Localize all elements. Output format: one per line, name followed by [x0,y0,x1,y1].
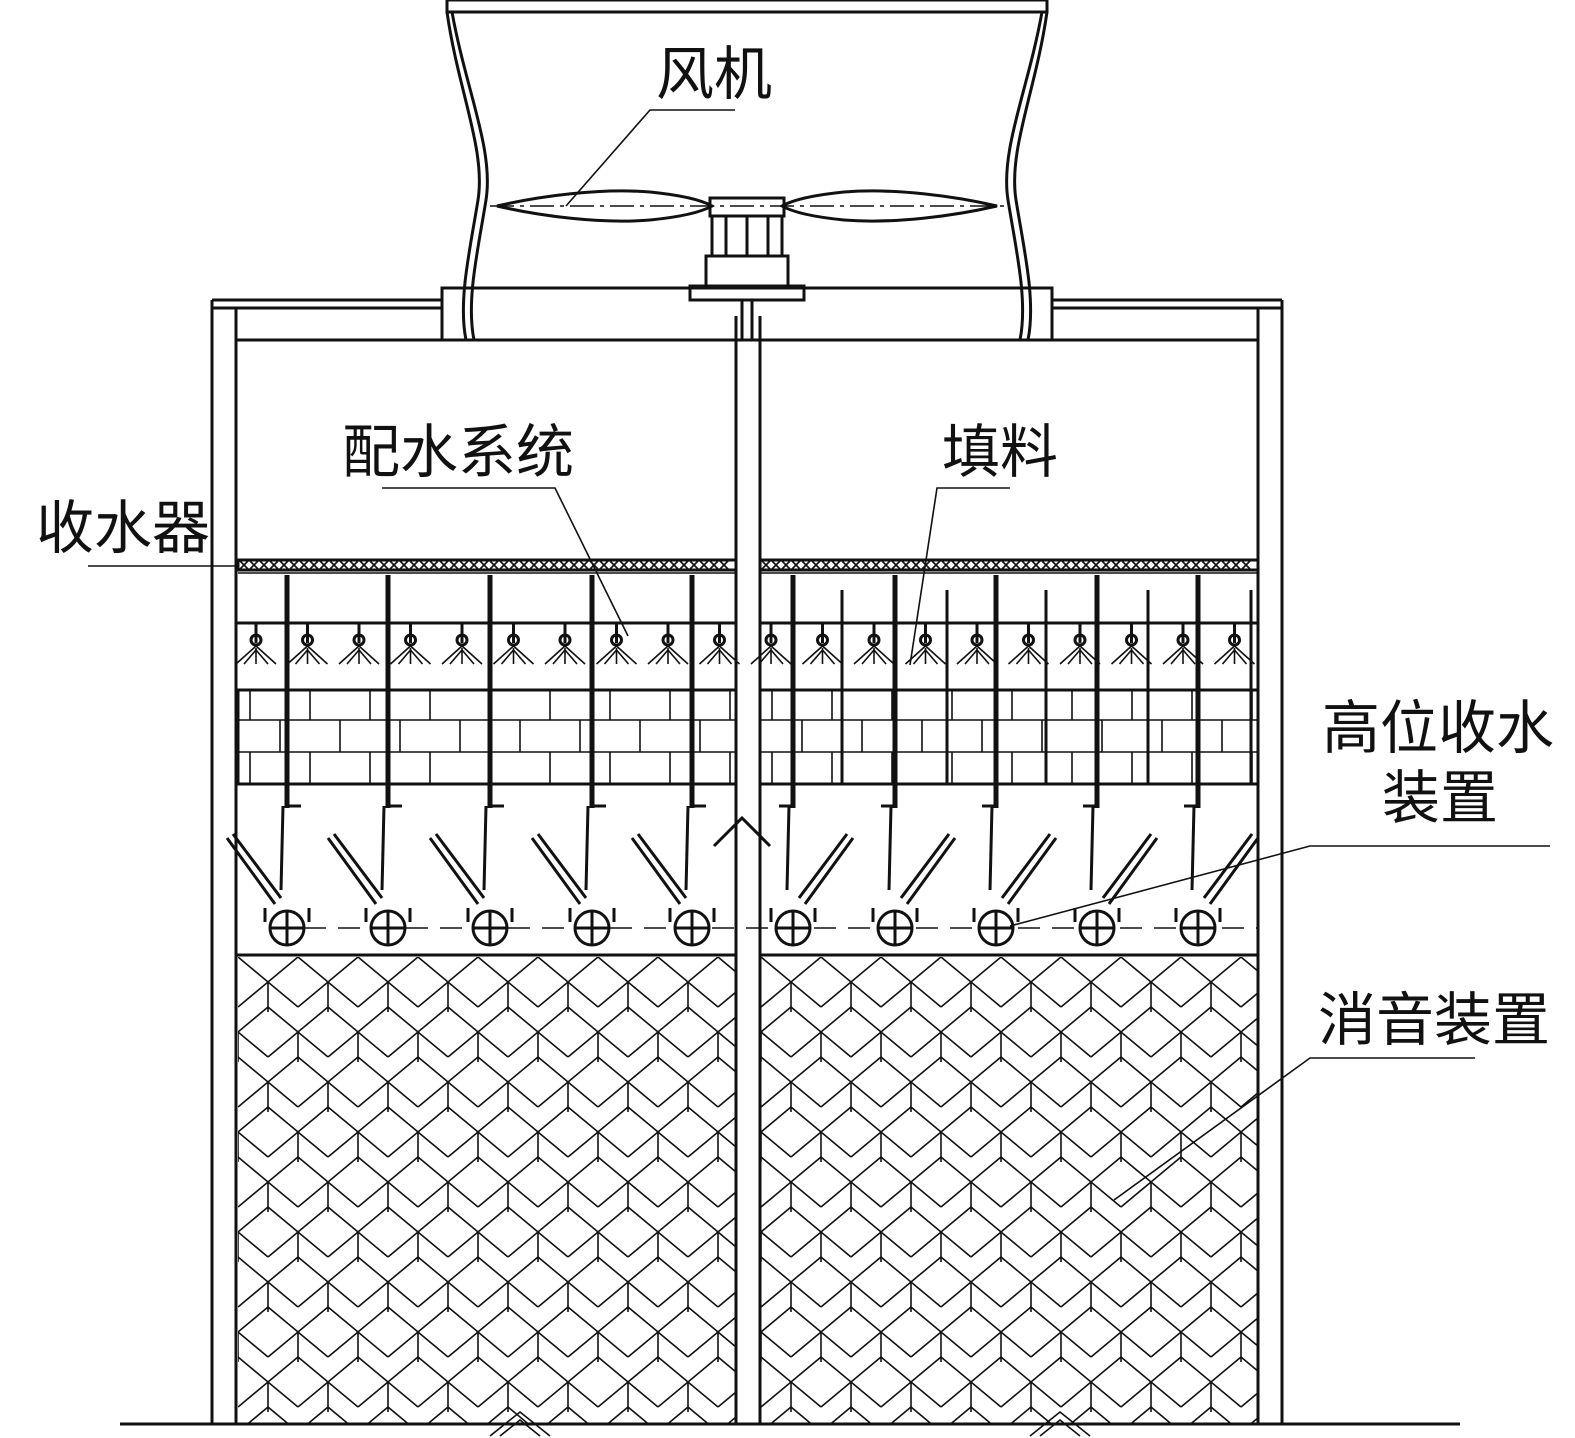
collector-trough [326,804,412,947]
label-distribution-system: 配水系统 [342,418,574,486]
silencer-right [761,957,1257,1424]
label-silencer: 消音装置 [1318,986,1550,1054]
spray-nozzle [389,623,432,665]
spray-nozzle [1059,623,1101,665]
fill-hangers [284,575,1253,808]
high-level-collectors [225,804,1260,947]
collector-trough [630,804,716,947]
collector-trough [1174,804,1260,947]
label-drift-eliminator: 收水器 [36,494,210,562]
fan [490,189,1004,342]
spray-nozzle [801,623,844,665]
collector-trough [428,804,514,947]
spray-nozzle [338,623,380,665]
collector-trough [871,804,957,947]
spray-nozzle [698,623,741,665]
spray-nozzle [853,623,895,665]
spray-nozzle [956,623,998,665]
collector-trough [972,804,1058,947]
collector-trough [1073,804,1159,947]
collector-trough [769,804,855,947]
spray-nozzle [286,623,329,665]
fill-pack [236,688,1260,786]
spray-nozzle [1110,623,1153,665]
spray-nozzle [1213,623,1256,665]
spray-nozzle [441,623,483,665]
spray-nozzle [647,623,689,665]
spray-nozzle [235,623,277,665]
spray-nozzle [904,623,947,665]
leader-lines [88,109,1550,1201]
collector-trough [530,804,616,947]
label-fan: 风机 [656,40,772,108]
center-ridge [712,815,772,848]
collector-trough [225,804,311,947]
spray-nozzle [1007,623,1050,665]
spray-nozzles [235,623,1256,665]
spray-nozzle [595,623,638,665]
label-high-level-collector-line1: 高位收水 [1322,694,1554,762]
spray-nozzle [750,623,792,665]
label-fill: 填料 [942,418,1058,486]
tower-casing [120,298,1460,1437]
silencer-left [238,957,735,1424]
spray-nozzle [544,623,586,665]
drift-eliminator-band [236,558,1260,574]
spray-nozzle [492,623,535,665]
label-high-level-collector-line2: 装置 [1382,764,1498,832]
